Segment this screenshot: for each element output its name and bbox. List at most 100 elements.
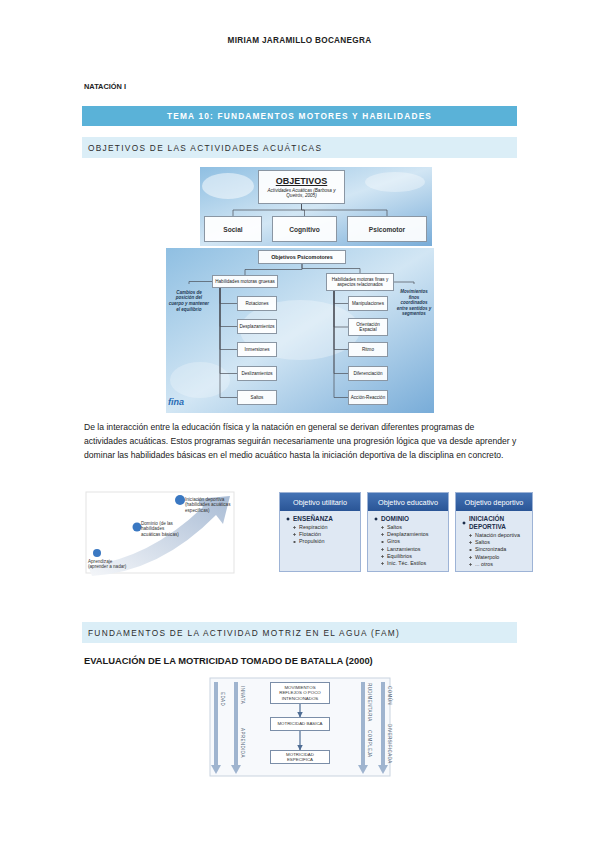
connector: [302, 204, 388, 216]
node-text: Saltos: [250, 395, 265, 400]
motricity-box: MOTRICIDAD BÁSICA: [270, 717, 330, 731]
skill-box: Saltos: [237, 390, 277, 405]
stage-dot: [93, 549, 101, 557]
page-header: MIRIAM JARAMILLO BOCANEGRA: [0, 36, 599, 45]
objective-box: Cognitivo: [272, 216, 337, 242]
node-text: Social: [223, 226, 242, 233]
motricity-box: MOTRICIDAD ESPECÍFICA: [270, 750, 330, 764]
connector: [189, 282, 212, 285]
stage-dot: [175, 495, 185, 505]
axis-label: EDAD: [220, 692, 225, 706]
connector: [245, 264, 302, 275]
node-text: Acción-Reacción: [350, 395, 386, 400]
node-text: Objetivos Psicomotores: [271, 254, 333, 260]
note-box: Movimientos finos coordinados entre sent…: [395, 284, 433, 322]
node-text: Diferenciación: [352, 371, 383, 376]
node-text: Sincronizada: [468, 546, 532, 553]
node-text: Inmersiones: [243, 347, 270, 352]
connector: [220, 288, 237, 304]
node-text: Propulsión: [292, 538, 360, 545]
node-text: ENSEÑANZA: [285, 515, 360, 523]
node-text: Ritmo: [361, 347, 375, 352]
node-text: Objetivo educativo: [368, 493, 448, 511]
node-text: Manipulaciones: [351, 301, 385, 306]
connector: [394, 282, 414, 284]
water-backdrop: [166, 248, 434, 413]
course-name: NATACIÓN I: [84, 82, 204, 91]
node-text: Respiración: [292, 524, 360, 531]
connector: [334, 291, 348, 398]
node-text: DOMINIO: [373, 515, 448, 523]
root-box: Objetivos Psicomotores: [258, 250, 346, 264]
water-glare: [170, 362, 230, 398]
axis-label: DIVERSIFICADA: [387, 724, 392, 764]
node-text: Desplazamientos: [238, 324, 275, 329]
connector: [334, 291, 348, 374]
motricity-box: MOVIMIENTOS REFLEJOS O POCO INTENCIONADO…: [270, 682, 330, 704]
section-band: TEMA 10: FUNDAMENTOS MOTORES Y HABILIDAD…: [82, 106, 517, 126]
logo-text: fina: [168, 397, 198, 407]
axis-label: APRENDIDA: [240, 728, 245, 758]
skill-box: Deslizamientos: [237, 366, 277, 381]
axis-label: COMPLEJA: [367, 730, 372, 757]
node-text: Desplazamientos: [380, 531, 448, 538]
node-text: Inic. Téc. Estilos: [380, 560, 448, 567]
axis-label: INNATA: [240, 686, 245, 704]
node-text: INICIACIÓN DEPORTIVA: [461, 515, 532, 531]
skill-box: Manipulaciones: [348, 296, 388, 311]
skill-box: Inmersiones: [237, 342, 277, 357]
node-text: TEMA 10: FUNDAMENTOS MOTORES Y HABILIDAD…: [167, 111, 432, 121]
section-band: FUNDAMENTOS DE LA ACTIVIDAD MOTRIZ EN EL…: [82, 622, 517, 643]
connector: [302, 264, 360, 273]
objective-card: Objetivo utilitarioENSEÑANZARespiraciónF…: [279, 492, 361, 572]
category-box: Habilidades motoras finas y aspectos rel…: [326, 273, 394, 291]
node-text: MOTRICIDAD BÁSICA: [275, 721, 324, 726]
stage-label: Aprendizaje (aprender a nadar): [88, 559, 132, 570]
scale-arrowheads: [211, 765, 388, 774]
node-text: Saltos: [468, 539, 532, 546]
node-text: Habilidades motoras finas y aspectos rel…: [327, 277, 393, 288]
objective-box: Psicomotor: [347, 216, 427, 242]
scale-arrows: [216, 682, 383, 766]
sub-heading: EVALUACIÓN DE LA MOTRICIDAD TOMADO DE BA…: [84, 655, 517, 666]
stage-label: Iniciación deportiva (habilidades acuáti…: [185, 497, 231, 513]
node-text: Cognitivo: [289, 226, 319, 233]
node-text: OBJETIVOS DE LAS ACTIVIDADES ACUÁTICAS: [88, 143, 322, 153]
objective-card: Objetivo deportivoINICIACIÓN DEPORTIVANa…: [455, 492, 533, 572]
node-text: Objetivo deportivo: [456, 493, 532, 511]
connector: [334, 291, 348, 327]
connector: [299, 704, 300, 717]
connector: [334, 291, 348, 350]
motricity-frame: [210, 678, 390, 776]
skill-box: Acción-Reacción: [348, 390, 388, 405]
node-text: Giros: [380, 538, 448, 545]
node-text: Waterpolo: [468, 554, 532, 561]
node-text: MOVIMIENTOS REFLEJOS O POCO INTENCIONADO…: [271, 685, 329, 701]
axis-label: RUDIMENTARIA: [367, 683, 372, 722]
skill-box: Ritmo: [348, 342, 388, 357]
objective-box: Social: [204, 216, 262, 242]
skill-box: Rotaciones: [237, 296, 277, 311]
connector: [220, 288, 237, 374]
node-text: OBJETIVOS: [276, 176, 328, 186]
section-band: OBJETIVOS DE LAS ACTIVIDADES ACUÁTICAS: [82, 137, 517, 158]
node-text: Movimientos finos coordinados entre sent…: [395, 289, 433, 317]
node-text: Flotación: [292, 531, 360, 538]
connector: [220, 288, 237, 350]
node-text: Habilidades motoras gruesas: [214, 279, 276, 284]
node-text: FUNDAMENTOS DE LA ACTIVIDAD MOTRIZ EN EL…: [88, 628, 400, 638]
connector: [220, 288, 237, 398]
node-text: Objetivo utilitario: [280, 493, 360, 511]
connector: [334, 291, 348, 304]
stage-label: Dominio (de las habilidades acuáticas bá…: [141, 521, 179, 537]
stage-dot: [133, 523, 142, 532]
node-text: Saltos: [380, 524, 448, 531]
objective-card: Objetivo educativoDOMINIOSaltosDesplazam…: [367, 492, 449, 572]
node-text: Orientación Espacial: [349, 322, 387, 333]
body-paragraph: De la interacción entre la educación fís…: [84, 420, 517, 462]
node-text: Actividades Acuáticas (Barbosa y Queirós…: [259, 188, 344, 199]
node-text: Psicomotor: [369, 226, 405, 233]
water-glare: [202, 173, 254, 199]
skill-box: Desplazamientos: [237, 319, 277, 334]
water-glare: [365, 172, 425, 192]
